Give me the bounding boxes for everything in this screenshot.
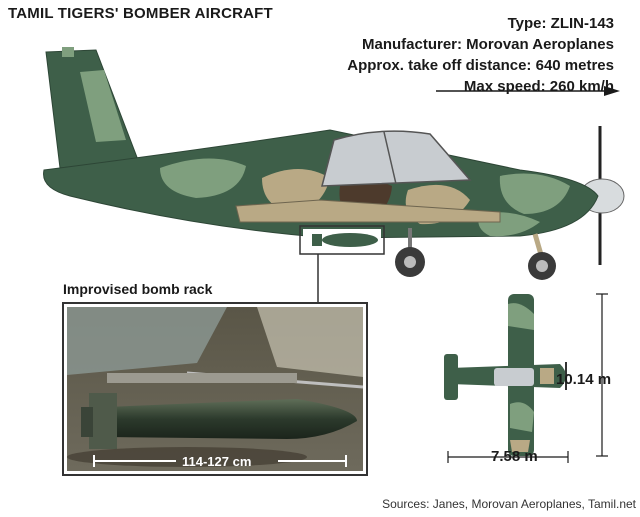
length-label: 7.58 m [491,448,538,465]
spec-list: Type: ZLIN-143 Manufacturer: Morovan Aer… [347,13,614,97]
tail-camo-patch [80,70,126,142]
top-view-canopy [494,368,534,386]
arrow-icon [604,86,620,96]
wing [235,199,501,223]
camo-patch [160,158,246,198]
page-title: TAMIL TIGERS' BOMBER AIRCRAFT [8,5,273,22]
top-view-tailplane [444,354,458,400]
bomb-rack-photo-image [67,307,363,471]
spec-manufacturer: Manufacturer: Morovan Aeroplanes [362,36,614,53]
bomb-rack-photo [62,302,368,476]
rack-title: Improvised bomb rack [63,281,213,297]
bomb-highlight-box [299,225,385,255]
wingspan-label: 10.14 m [556,371,612,388]
camo-patch [499,173,570,214]
spec-takeoff: Approx. take off distance: 640 metres [347,57,614,74]
tail-antenna [62,47,74,57]
canopy-frame [383,131,397,185]
bomb-length-label: 114-127 cm [182,454,252,469]
bomb-icon [322,233,378,247]
spec-type: Type: ZLIN-143 [507,15,614,32]
canopy [321,130,472,187]
sources-credit: Sources: Janes, Morovan Aeroplanes, Tami… [382,497,636,511]
